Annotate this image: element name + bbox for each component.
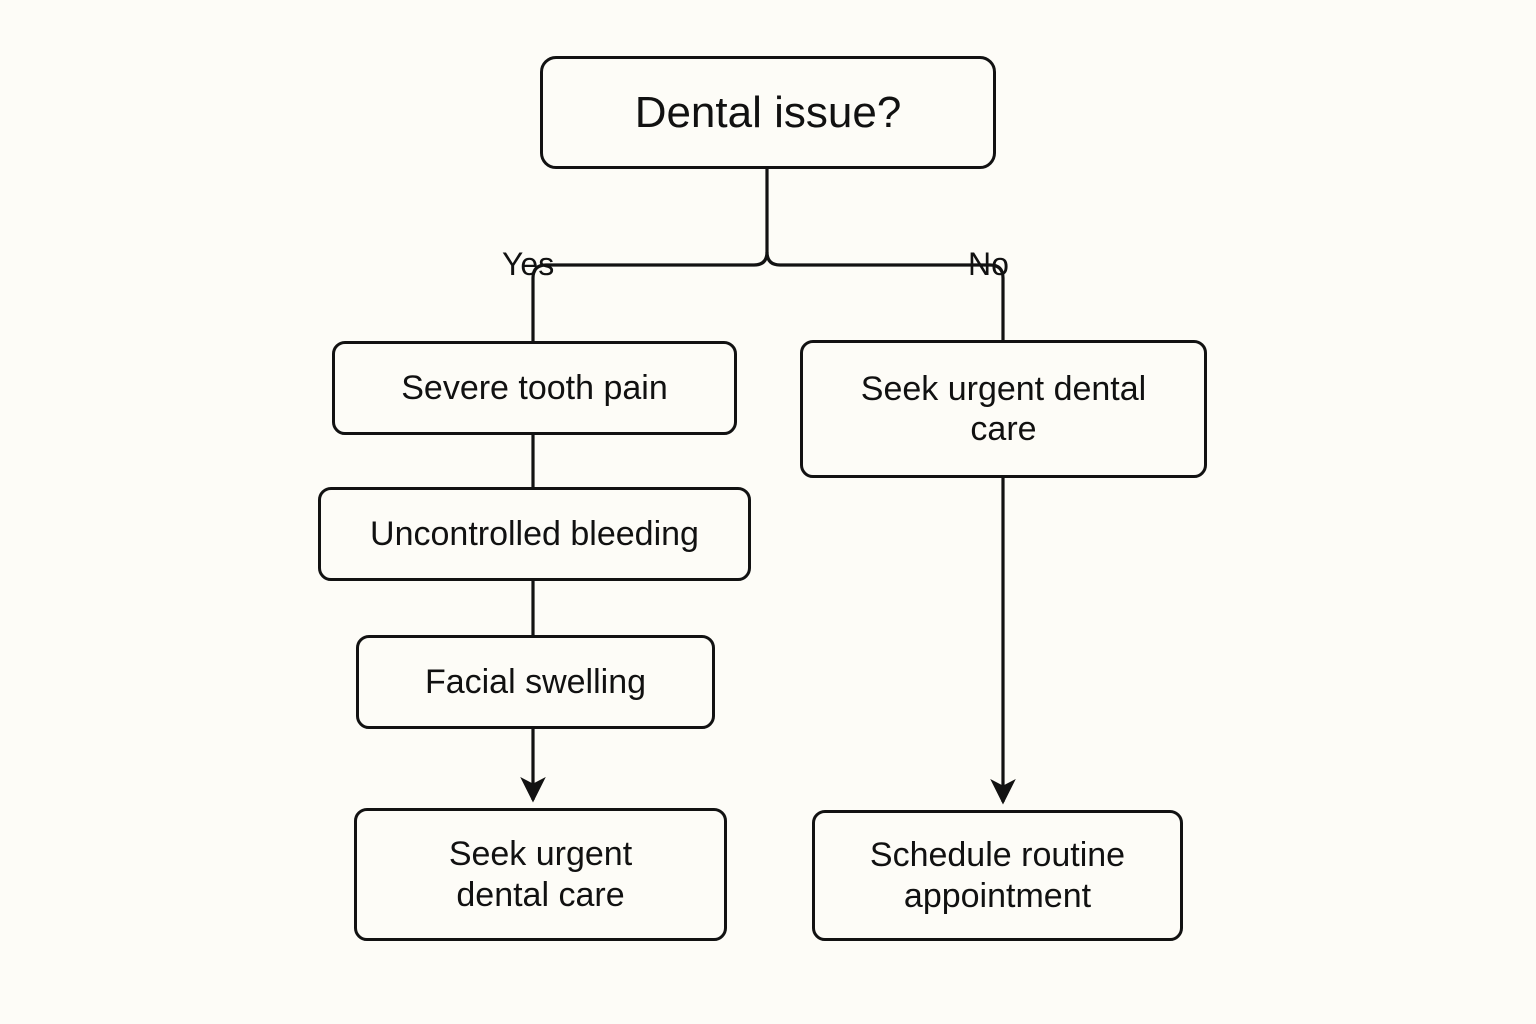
node-severe-tooth-pain-label: Severe tooth pain [401,368,668,407]
node-seek-urgent-dental-care-right-label: Seek urgent dental care [860,369,1147,448]
edge-root-to-no [765,251,1005,340]
node-uncontrolled-bleeding[interactable]: Uncontrolled bleeding [318,487,751,581]
node-dental-issue-label: Dental issue? [634,87,902,137]
node-schedule-routine-appointment-label: Schedule routine appointment [869,836,1126,915]
edge-label-no: No [968,246,1009,282]
edge-root-to-yes [531,251,769,341]
node-schedule-routine-appointment[interactable]: Schedule routine appointment [812,810,1183,941]
node-facial-swelling-label: Facial swelling [424,662,647,701]
node-seek-urgent-dental-care-right[interactable]: Seek urgent dental care [800,340,1207,478]
node-facial-swelling[interactable]: Facial swelling [356,635,715,729]
node-seek-urgent-dental-care-left-label: Seek urgent dental care [448,835,633,914]
node-dental-issue[interactable]: Dental issue? [540,56,996,169]
node-uncontrolled-bleeding-label: Uncontrolled bleeding [370,514,699,553]
node-severe-tooth-pain[interactable]: Severe tooth pain [332,341,737,435]
node-seek-urgent-dental-care-left[interactable]: Seek urgent dental care [354,808,727,941]
edge-label-yes: Yes [502,246,555,282]
